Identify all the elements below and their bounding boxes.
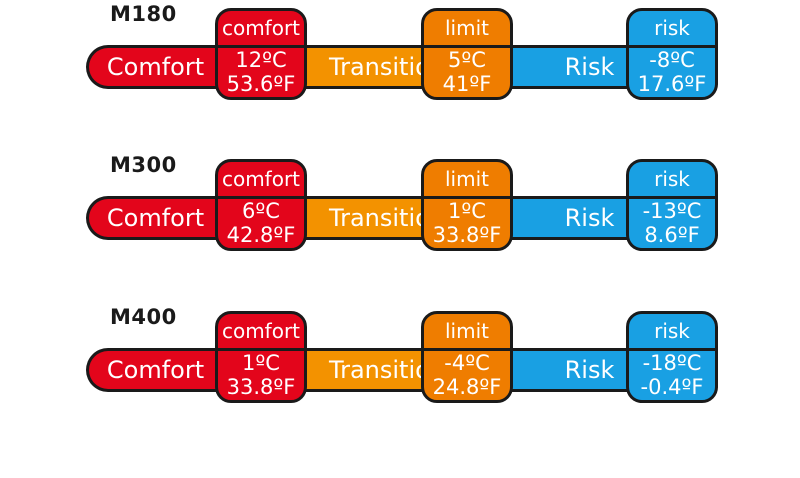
callout-limit-celsius: 1ºC: [448, 198, 486, 223]
model-label-m400: M400: [110, 305, 177, 329]
temperature-scale-row-m400: M400 Comfort Transition Risk comfort 1ºC…: [0, 303, 800, 453]
callout-risk-celsius: -13ºC: [642, 198, 702, 223]
temperature-bar-m180: Comfort Transition Risk: [86, 45, 718, 89]
callout-comfort-badge-text: comfort: [221, 167, 301, 191]
callout-limit-fahrenheit: 41ºF: [442, 71, 492, 96]
callout-comfort-celsius: 6ºC: [242, 198, 280, 223]
callout-limit-celsius: 5ºC: [448, 47, 486, 72]
callout-limit-badge: limit: [424, 11, 510, 48]
callout-risk-badge-text: risk: [654, 167, 690, 191]
callout-risk-values: -8ºC 17.6ºF: [629, 48, 715, 97]
callout-risk-badge: risk: [629, 314, 715, 351]
segment-comfort-label: Comfort: [106, 356, 205, 384]
callout-comfort-fahrenheit: 33.8ºF: [226, 374, 296, 399]
callout-limit-celsius: -4ºC: [444, 350, 490, 375]
callout-risk-fahrenheit: 8.6ºF: [644, 222, 700, 247]
callout-risk-badge: risk: [629, 162, 715, 199]
callout-limit-m400: limit -4ºC 24.8ºF: [421, 311, 513, 403]
callout-limit-values: -4ºC 24.8ºF: [424, 351, 510, 400]
segment-risk-label: Risk: [564, 204, 615, 232]
segment-comfort-label: Comfort: [106, 204, 205, 232]
callout-limit-badge-text: limit: [445, 167, 489, 191]
callout-risk-values: -18ºC -0.4ºF: [629, 351, 715, 400]
callout-comfort-fahrenheit: 42.8ºF: [226, 222, 296, 247]
callout-risk-celsius: -18ºC: [642, 350, 702, 375]
model-label-m300: M300: [110, 153, 177, 177]
callout-comfort-values: 12ºC 53.6ºF: [218, 48, 304, 97]
segment-risk-label: Risk: [564, 53, 615, 81]
callout-limit-badge-text: limit: [445, 319, 489, 343]
callout-risk-values: -13ºC 8.6ºF: [629, 199, 715, 248]
callout-comfort-celsius: 12ºC: [235, 47, 287, 72]
callout-limit-m300: limit 1ºC 33.8ºF: [421, 159, 513, 251]
segment-risk-label: Risk: [564, 356, 615, 384]
callout-limit-badge-text: limit: [445, 16, 489, 40]
temperature-bar-m300: Comfort Transition Risk: [86, 196, 718, 240]
callout-comfort-celsius: 1ºC: [242, 350, 280, 375]
callout-comfort-badge: comfort: [218, 314, 304, 351]
callout-risk-celsius: -8ºC: [649, 47, 695, 72]
callout-risk-badge-text: risk: [654, 319, 690, 343]
temperature-bar-m400: Comfort Transition Risk: [86, 348, 718, 392]
callout-comfort-m300: comfort 6ºC 42.8ºF: [215, 159, 307, 251]
callout-risk-m400: risk -18ºC -0.4ºF: [626, 311, 718, 403]
callout-risk-badge-text: risk: [654, 16, 690, 40]
callout-risk-fahrenheit: 17.6ºF: [637, 71, 707, 96]
callout-limit-fahrenheit: 24.8ºF: [432, 374, 502, 399]
callout-limit-fahrenheit: 33.8ºF: [432, 222, 502, 247]
segment-comfort-label: Comfort: [106, 53, 205, 81]
callout-risk-fahrenheit: -0.4ºF: [640, 374, 704, 399]
callout-limit-m180: limit 5ºC 41ºF: [421, 8, 513, 100]
callout-comfort-values: 6ºC 42.8ºF: [218, 199, 304, 248]
callout-risk-m300: risk -13ºC 8.6ºF: [626, 159, 718, 251]
callout-risk-badge: risk: [629, 11, 715, 48]
callout-risk-m180: risk -8ºC 17.6ºF: [626, 8, 718, 100]
callout-comfort-badge-text: comfort: [221, 319, 301, 343]
callout-limit-badge: limit: [424, 314, 510, 351]
callout-comfort-values: 1ºC 33.8ºF: [218, 351, 304, 400]
callout-comfort-badge: comfort: [218, 11, 304, 48]
callout-comfort-m400: comfort 1ºC 33.8ºF: [215, 311, 307, 403]
temperature-scale-row-m300: M300 Comfort Transition Risk comfort 6ºC…: [0, 151, 800, 301]
callout-comfort-badge-text: comfort: [221, 16, 301, 40]
temperature-scale-row-m180: M180 Comfort Transition Risk comfort 12º…: [0, 0, 800, 150]
callout-comfort-badge: comfort: [218, 162, 304, 199]
model-label-m180: M180: [110, 2, 177, 26]
callout-comfort-fahrenheit: 53.6ºF: [226, 71, 296, 96]
callout-limit-badge: limit: [424, 162, 510, 199]
callout-limit-values: 1ºC 33.8ºF: [424, 199, 510, 248]
callout-limit-values: 5ºC 41ºF: [424, 48, 510, 97]
callout-comfort-m180: comfort 12ºC 53.6ºF: [215, 8, 307, 100]
